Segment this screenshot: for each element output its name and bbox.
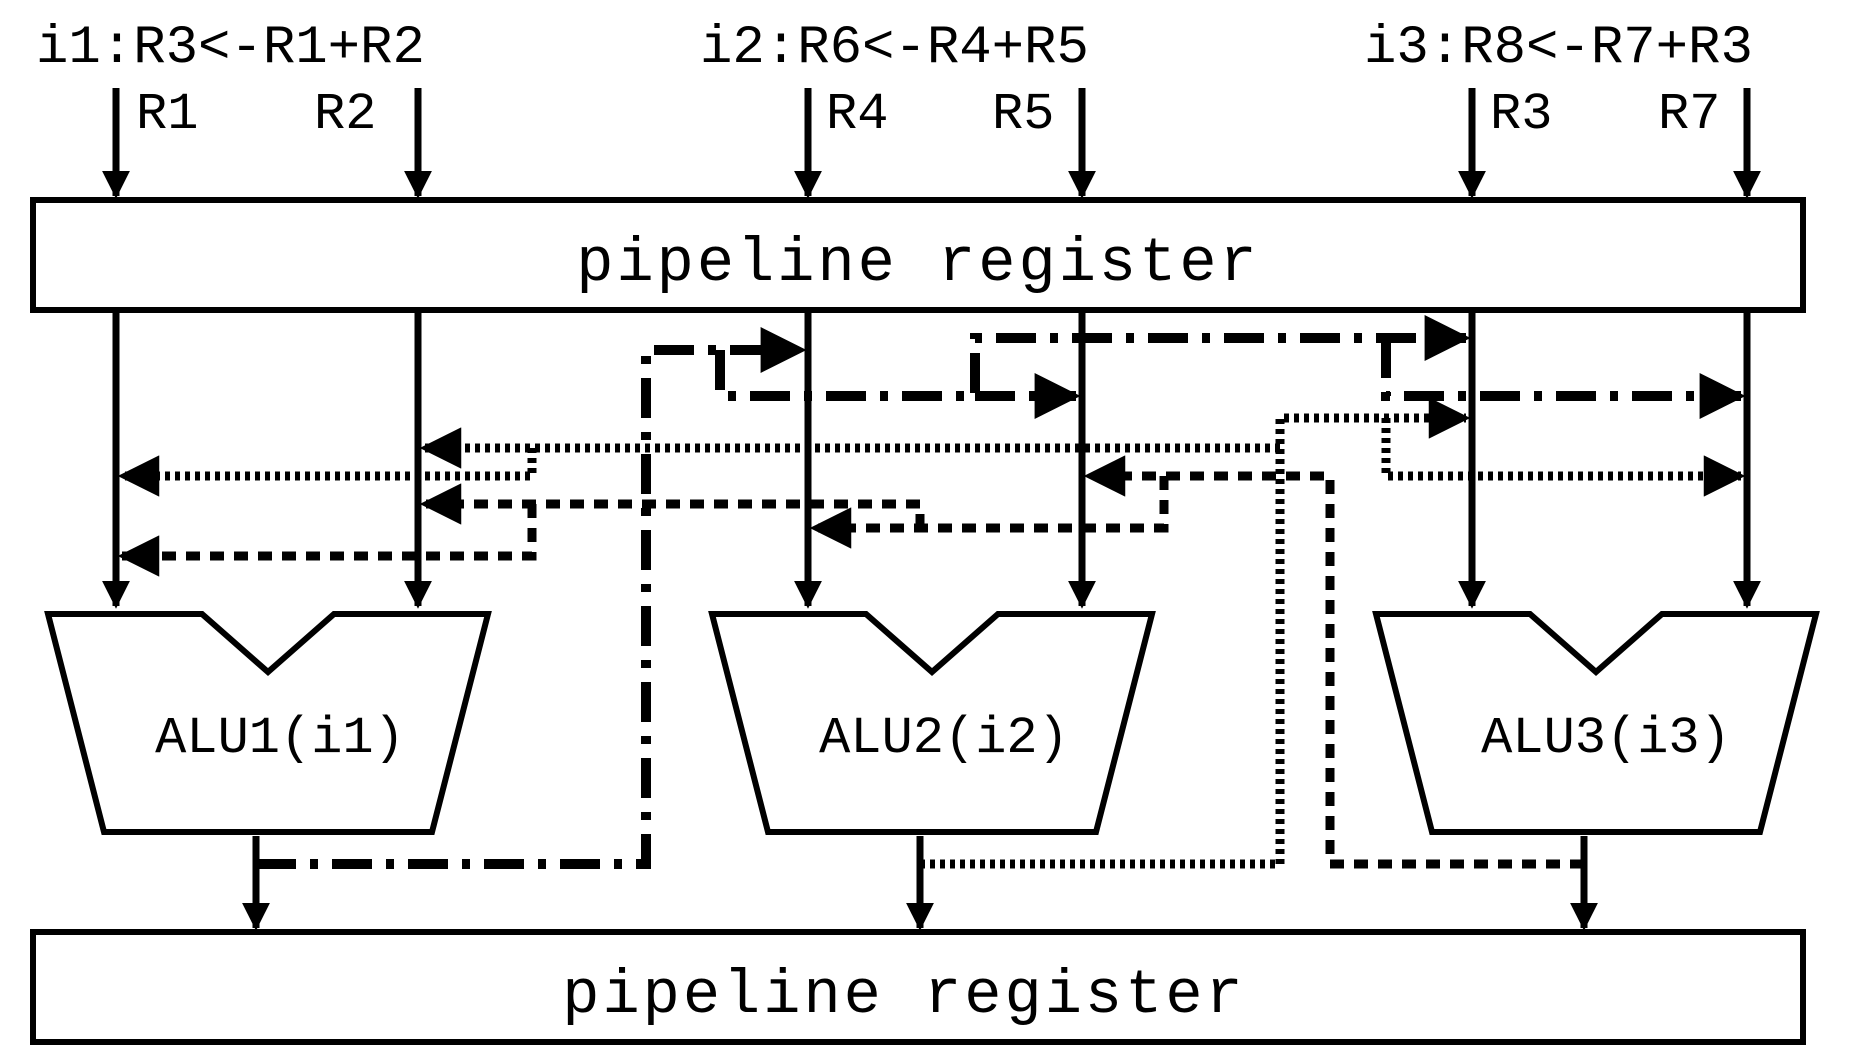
alu1-label: ALU1(i1) bbox=[155, 709, 405, 768]
alu3-forwarding-paths bbox=[117, 455, 1584, 869]
bottom-pipeline-register: pipeline register bbox=[30, 929, 1806, 1045]
instruction-i2-label: i2:R6<-R4+R5 bbox=[700, 18, 1089, 79]
bottom-pipeline-register-label: pipeline register bbox=[562, 960, 1246, 1031]
instruction-i1-label: i1:R3<-R1+R2 bbox=[36, 18, 425, 79]
alu3-label: ALU3(i3) bbox=[1481, 709, 1731, 768]
alu3: ALU3(i3) bbox=[1372, 611, 1820, 835]
alu1-forwarding-paths bbox=[256, 315, 1746, 869]
operand-r7-label: R7 bbox=[1658, 85, 1720, 144]
top-pipeline-register: pipeline register bbox=[30, 197, 1806, 313]
operand-r2-label: R2 bbox=[314, 85, 376, 144]
operand-lines-to-alus bbox=[102, 310, 1761, 609]
operand-input-arrows bbox=[102, 88, 1761, 199]
alu1: ALU1(i1) bbox=[44, 611, 492, 835]
alu2-forwarding-paths bbox=[117, 397, 1746, 869]
operand-r3-label: R3 bbox=[1490, 85, 1552, 144]
alu2-label: ALU2(i2) bbox=[819, 709, 1069, 768]
alu2: ALU2(i2) bbox=[708, 611, 1156, 835]
operand-r1-label: R1 bbox=[136, 85, 198, 144]
instruction-i3-label: i3:R8<-R7+R3 bbox=[1364, 18, 1753, 79]
top-pipeline-register-label: pipeline register bbox=[576, 228, 1260, 299]
operand-r5-label: R5 bbox=[992, 85, 1054, 144]
alu-output-arrows bbox=[242, 836, 1598, 931]
operand-r4-label: R4 bbox=[826, 85, 888, 144]
